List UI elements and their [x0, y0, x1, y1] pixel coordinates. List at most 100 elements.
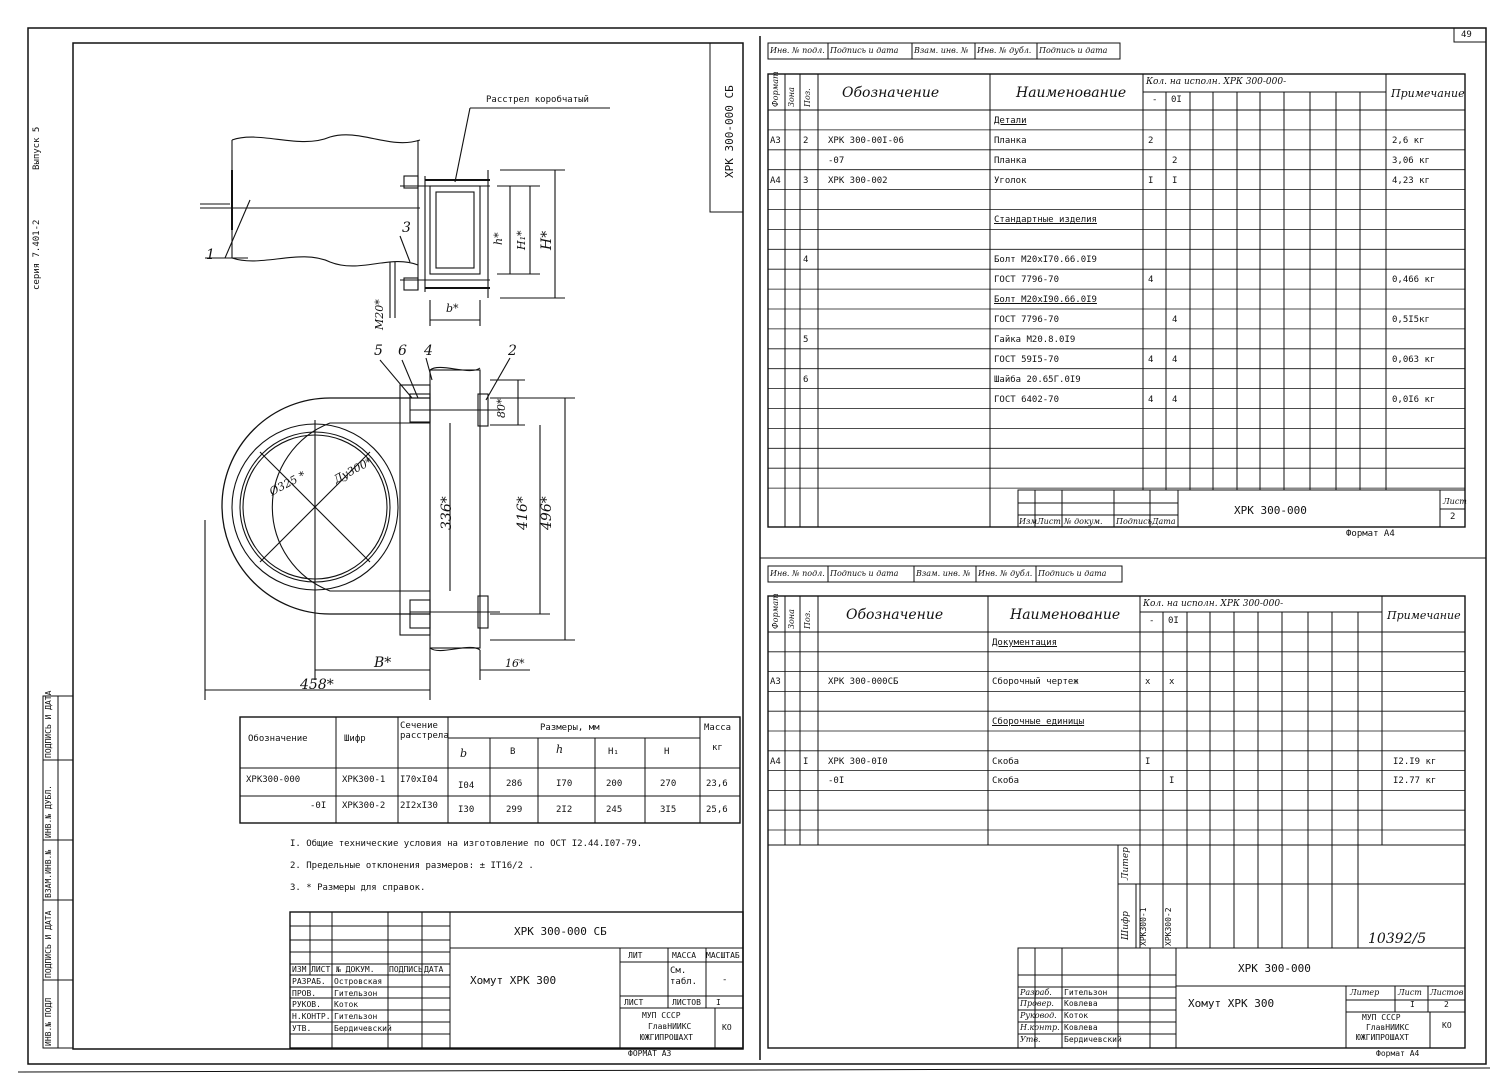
bot-h-pos: Поз. [803, 610, 812, 629]
size-row-2-h: 2I2 [556, 805, 573, 815]
callout-item-2: 2 [508, 343, 517, 359]
bot-org-2: ГлавНИИКС [1366, 1023, 1410, 1032]
size-table-header-dimensions: Размеры, мм [540, 723, 600, 733]
size-row-1-B: 286 [506, 779, 523, 789]
size-row-1-mass: 23,6 [706, 779, 728, 789]
dim-bolt: M20* [373, 299, 386, 330]
dim-H: H* [539, 230, 555, 250]
left-role-2: ПРОВ. [292, 989, 317, 998]
margin-stamp-dup: ИНВ.№ ДУБЛ. [44, 785, 53, 838]
left-role-3: РУКОВ. [292, 1000, 321, 1009]
size-row-1-h: I70 [556, 779, 573, 789]
spec-cell-n: Стандартные изделия [994, 215, 1097, 226]
left-sheet-label: ЛИСТ [624, 998, 644, 1007]
bot-strip-5: Подпись и дата [1038, 569, 1107, 578]
spec-cell-n: ГОСТ 6402-70 [994, 394, 1060, 405]
left-scale-label: МАСШТАБ [706, 951, 740, 960]
bot-role-3: Руковод. [1020, 1011, 1057, 1020]
spec-cell-note: 0,5I5кг [1392, 314, 1430, 325]
dim-B: B* [374, 655, 392, 671]
left-org-3: ЮЖГИПРОШАХТ [640, 1033, 693, 1042]
size-row-1-H: 270 [660, 779, 677, 789]
top-h-format: Формат [771, 71, 780, 107]
top-stamp-h-list: Лист [1037, 517, 1061, 526]
bot-strip-4: Инв. № дубл. [978, 569, 1033, 578]
bot-h-exec-2: 0I [1168, 616, 1179, 626]
top-strip-4: Инв. № дубл. [977, 46, 1032, 55]
size-table-sub-H: H [664, 747, 670, 757]
spec-cell-p: 2 [803, 135, 809, 146]
callout-item-1: 1 [206, 247, 215, 263]
bot-org-1: МУП СССР [1362, 1013, 1401, 1022]
size-table-header-section: Сечение расстрела [400, 721, 449, 741]
size-row-1-b: I04 [458, 781, 475, 791]
bot-role-2: Провер. [1020, 999, 1054, 1008]
left-stamp-h-izm: ИЗМ [292, 965, 307, 974]
size-row-2-H: 3I5 [660, 805, 677, 815]
spec-cell-p: 3 [803, 175, 809, 186]
spec-cell-d: -0I [828, 776, 845, 787]
dim-416: 416* [515, 496, 531, 530]
top-h-designation: Обозначение [842, 85, 940, 101]
spec-cell-p: 5 [803, 334, 809, 345]
left-sheets-label: ЛИСТОВ [672, 998, 701, 1007]
spec-cell-q1: 4 [1148, 354, 1154, 365]
margin-stamp-sign2: ПОДПИСЬ И ДАТА [44, 690, 53, 758]
left-role-4-name: Гительзон [334, 1012, 378, 1021]
spec-cell-q2: 4 [1172, 394, 1178, 405]
spec-cell-note: I2.77 кг [1393, 776, 1437, 787]
top-stamp-h-date: Дата [1152, 517, 1176, 526]
top-h-name: Наименование [1016, 85, 1127, 101]
spec-cell-n: ГОСТ 7796-70 [994, 314, 1060, 325]
bot-sheet-value: I [1410, 1000, 1415, 1009]
spec-cell-n: Планка [994, 155, 1027, 166]
size-table-sub-B: B [510, 747, 516, 757]
spec-cell-f: А4 [770, 175, 781, 186]
bot-role-5-name: Бердичевский [1064, 1035, 1122, 1044]
top-h-exec-1: - [1152, 95, 1158, 105]
left-title-code: ХРК 300-000 СБ [514, 925, 607, 938]
size-row-1-designation: ХРК300-000 [246, 775, 301, 785]
dim-458: 458* [300, 677, 334, 693]
spec-cell-note: 4,23 кг [1392, 175, 1430, 186]
spec-cell-note: 2,6 кг [1392, 135, 1425, 146]
size-table-header-designation: Обозначение [248, 734, 308, 744]
bot-sheet: Лист [1398, 988, 1422, 997]
left-role-1: РАЗРАБ. [292, 977, 326, 986]
bot-strip-1: Инв. № подл. [770, 569, 825, 578]
bot-stamp-code: ХРК 300-000 [1238, 962, 1311, 975]
top-format: Формат А4 [1346, 529, 1395, 539]
spec-cell-p: I [803, 756, 809, 767]
bot-role-4: Н.контр. [1020, 1023, 1060, 1032]
spec-cell-n: Скоба [992, 756, 1020, 767]
left-role-5-name: Бердичевский [334, 1024, 392, 1033]
spec-cell-d: ХРК 300-0I0 [828, 756, 888, 767]
spec-cell-q2: 4 [1172, 314, 1178, 325]
note-1: I. Общие технические условия на изготовл… [290, 839, 643, 849]
spec-cell-q1: x [1145, 677, 1151, 688]
size-table-header-cipher: Шифр [344, 734, 366, 744]
spec-cell-d: ХРК 300-00I-06 [828, 135, 904, 146]
bot-ko: КО [1442, 1021, 1452, 1030]
size-row-2-mass: 25,6 [706, 805, 728, 815]
bot-strip-2: Подпись и дата [830, 569, 899, 578]
spec-cell-n: Гайка M20.8.0I9 [994, 334, 1076, 345]
size-table-header-mass-unit: кг [712, 743, 723, 753]
top-h-qty: Кол. на исполн. ХРК 300-000- [1146, 77, 1287, 87]
top-sheet-label: Лист [1443, 497, 1467, 506]
callout-item-6: 6 [398, 343, 407, 359]
bot-role-2-name: Ковлева [1064, 999, 1098, 1008]
dim-16: 16* [505, 657, 525, 670]
bot-h-name: Наименование [1010, 607, 1121, 623]
bot-cipher-1: ХРК300-1 [1139, 907, 1148, 946]
spec-cell-n: Уголок [994, 175, 1027, 186]
left-stamp-h-doc: № ДОКУМ. [336, 965, 375, 974]
sheet-number: 49 [1461, 30, 1472, 40]
left-ko: КО [722, 1023, 732, 1032]
left-org-1: МУП СССР [642, 1011, 681, 1020]
archive-number: 10392/5 [1368, 931, 1427, 947]
left-role-2-name: Гительзон [334, 989, 378, 998]
top-strip-1: Инв. № подл. [770, 46, 825, 55]
spec-cell-n: Болт M20xI70.66.0I9 [994, 255, 1097, 266]
dim-496: 496* [539, 496, 555, 530]
